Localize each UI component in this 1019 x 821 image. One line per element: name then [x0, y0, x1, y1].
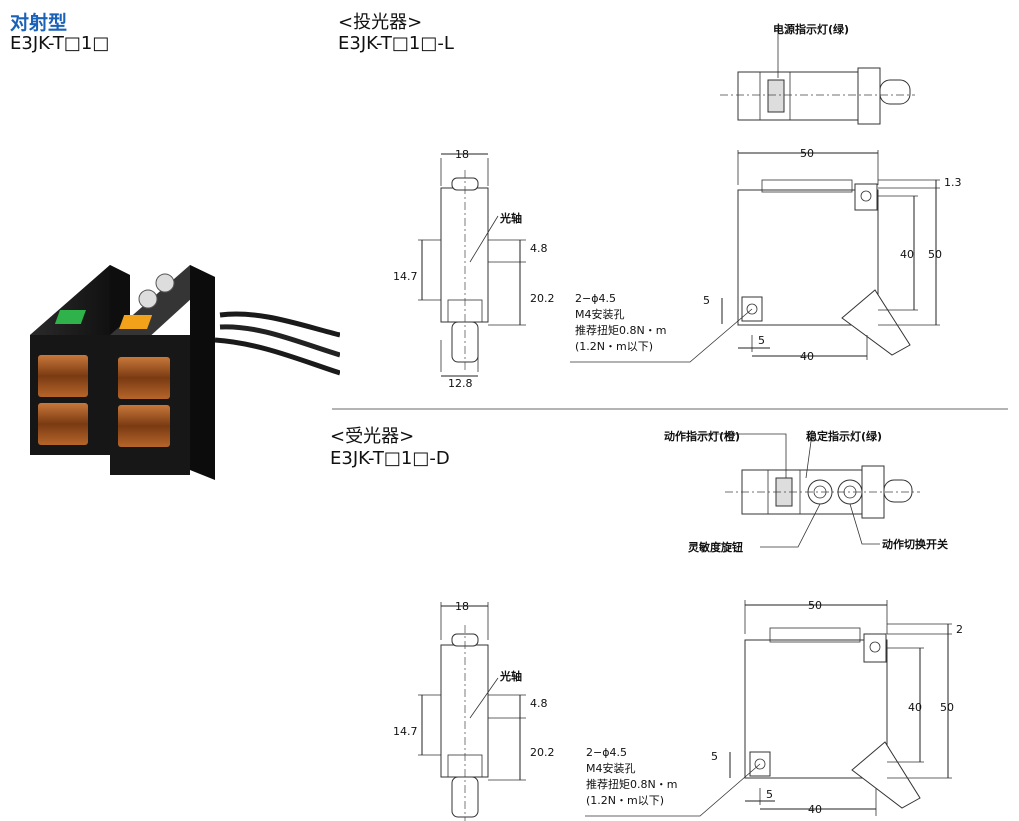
receiver-front-height: 50: [940, 701, 954, 714]
emitter-side-h2: 4.8: [530, 242, 548, 255]
emitter-side-h1: 14.7: [393, 270, 418, 283]
receiver-optical-axis-label: 光轴: [499, 669, 522, 683]
emitter-title: <投光器>: [338, 12, 423, 33]
receiver-side-h3: 20.2: [530, 746, 555, 759]
receiver-title: <受光器>: [330, 426, 415, 447]
receiver-top-view: [700, 433, 920, 548]
type-title: 对射型: [10, 12, 68, 34]
stability-indicator-label: 稳定指示灯(绿): [806, 429, 882, 443]
emitter-mount-note-1: M4安装孔: [575, 307, 625, 321]
receiver-mount-note-1: M4安装孔: [586, 761, 636, 775]
receiver-front-hole-spacing: 40: [808, 803, 822, 816]
emitter-optical-axis-label: 光轴: [499, 211, 522, 225]
emitter-front-height-inner: 40: [900, 248, 914, 261]
emitter-mount-note-0: 2−ϕ4.5: [575, 292, 616, 305]
receiver-front-top-offset: 2: [956, 623, 963, 636]
receiver-front-view: [585, 600, 952, 817]
operation-indicator-label: 动作指示灯(橙): [664, 429, 740, 443]
sensor-photo: [30, 265, 340, 480]
emitter-front-hole-x: 5: [758, 334, 765, 347]
emitter-front-width: 50: [800, 147, 814, 160]
receiver-model: E3JK-T□1□-D: [330, 448, 450, 469]
power-indicator-label: 电源指示灯(绿): [773, 22, 849, 36]
type-model: E3JK-T□1□: [10, 33, 110, 54]
emitter-side-h3: 20.2: [530, 292, 555, 305]
receiver-mount-note-0: 2−ϕ4.5: [586, 746, 627, 759]
emitter-mount-note-3: (1.2N・m以下): [575, 340, 653, 353]
receiver-side-h1: 14.7: [393, 725, 418, 738]
emitter-front-height: 50: [928, 248, 942, 261]
receiver-front-height-inner: 40: [908, 701, 922, 714]
emitter-side-bottom-width: 12.8: [448, 377, 473, 390]
emitter-top-view: [720, 28, 915, 125]
receiver-side-width: 18: [455, 600, 469, 613]
receiver-front-hole-x: 5: [766, 788, 773, 801]
emitter-model: E3JK-T□1□-L: [338, 33, 454, 54]
receiver-side-h2: 4.8: [530, 697, 548, 710]
emitter-front-view: [570, 150, 940, 363]
emitter-side-view: [418, 153, 526, 377]
receiver-mount-note-3: (1.2N・m以下): [586, 794, 664, 807]
emitter-mount-note-2: 推荐扭矩0.8N・m: [575, 323, 666, 337]
sensitivity-knob-label: 灵敏度旋钮: [688, 540, 743, 554]
receiver-front-hole-y: 5: [711, 750, 718, 763]
receiver-front-width: 50: [808, 599, 822, 612]
receiver-mount-note-2: 推荐扭矩0.8N・m: [586, 777, 677, 791]
mode-switch-label: 动作切换开关: [882, 537, 948, 551]
emitter-front-top-offset: 1.3: [944, 176, 962, 189]
emitter-front-hole-y: 5: [703, 294, 710, 307]
emitter-front-hole-spacing: 40: [800, 350, 814, 363]
emitter-side-width: 18: [455, 148, 469, 161]
receiver-side-view: [418, 602, 526, 821]
